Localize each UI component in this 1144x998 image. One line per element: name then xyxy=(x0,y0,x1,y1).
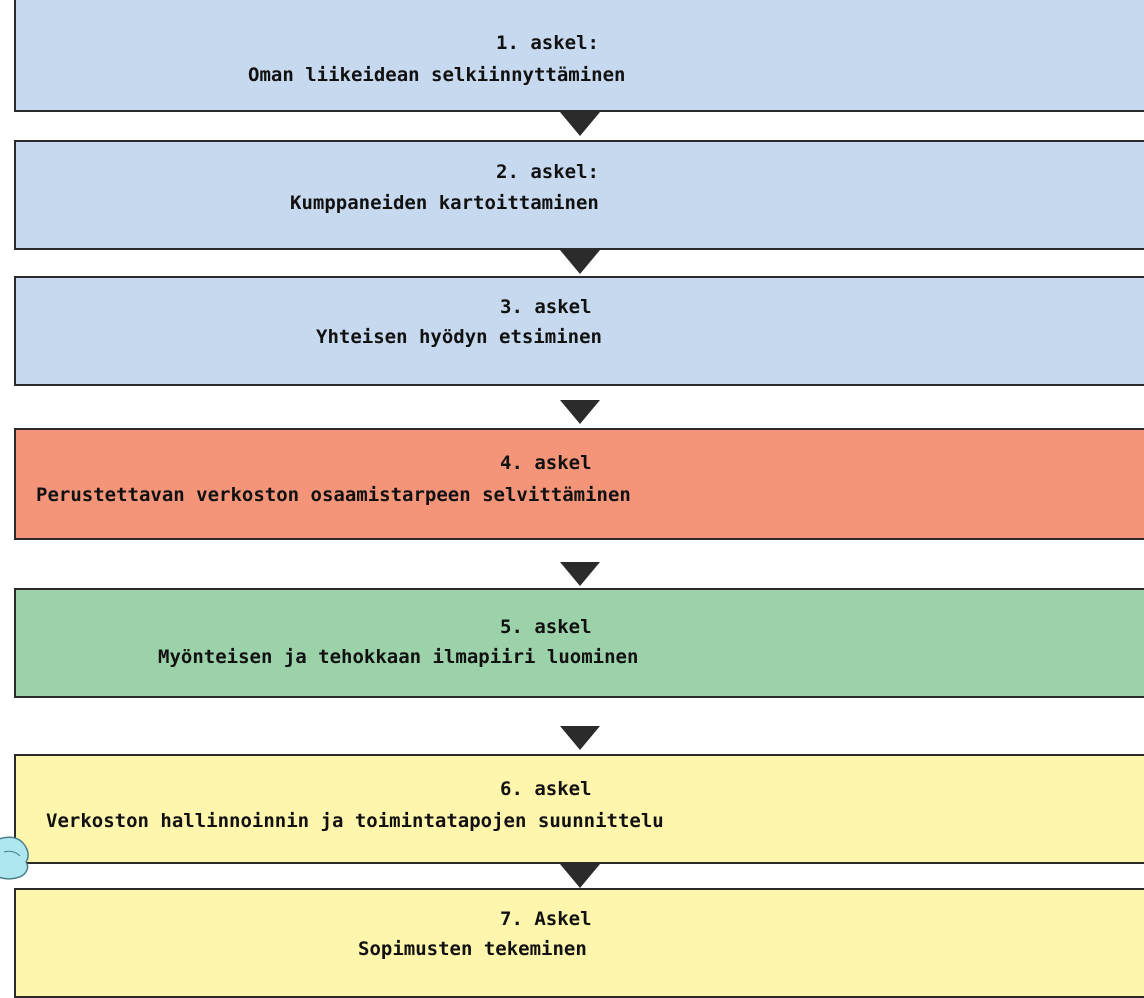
step-4-title: 4. askel xyxy=(500,452,592,474)
step-box-6: 6. askel Verkoston hallinnoinnin ja toim… xyxy=(14,754,1144,864)
step-3-text: Yhteisen hyödyn etsiminen xyxy=(316,326,602,348)
step-1-title: 1. askel: xyxy=(496,32,599,54)
step-7-text: Sopimusten tekeminen xyxy=(358,938,587,960)
step-6-text: Verkoston hallinnoinnin ja toimintatapoj… xyxy=(46,810,664,832)
cloud-shape-icon xyxy=(0,836,29,880)
step-5-text: Myönteisen ja tehokkaan ilmapiiri luomin… xyxy=(158,646,639,668)
step-4-text: Perustettavan verkoston osaamistarpeen s… xyxy=(36,484,631,506)
step-6-title: 6. askel xyxy=(500,778,592,800)
step-box-3: 3. askel Yhteisen hyödyn etsiminen xyxy=(14,276,1144,386)
step-box-5: 5. askel Myönteisen ja tehokkaan ilmapii… xyxy=(14,588,1144,698)
step-box-2: 2. askel: Kumppaneiden kartoittaminen xyxy=(14,140,1144,250)
arrow-down-icon xyxy=(560,726,600,750)
step-2-text: Kumppaneiden kartoittaminen xyxy=(290,192,599,214)
step-box-7: 7. Askel Sopimusten tekeminen xyxy=(14,888,1144,998)
step-3-title: 3. askel xyxy=(500,296,592,318)
arrow-down-icon xyxy=(560,250,600,274)
step-box-4: 4. askel Perustettavan verkoston osaamis… xyxy=(14,428,1144,540)
step-1-text: Oman liikeidean selkiinnyttäminen xyxy=(248,64,626,86)
arrow-down-icon xyxy=(560,864,600,888)
arrow-down-icon xyxy=(560,562,600,586)
step-5-title: 5. askel xyxy=(500,616,592,638)
arrow-down-icon xyxy=(560,400,600,424)
step-7-title: 7. Askel xyxy=(500,908,592,930)
arrow-down-icon xyxy=(560,112,600,136)
step-2-title: 2. askel: xyxy=(496,161,599,183)
step-box-1: 1. askel: Oman liikeidean selkiinnyttämi… xyxy=(14,0,1144,112)
